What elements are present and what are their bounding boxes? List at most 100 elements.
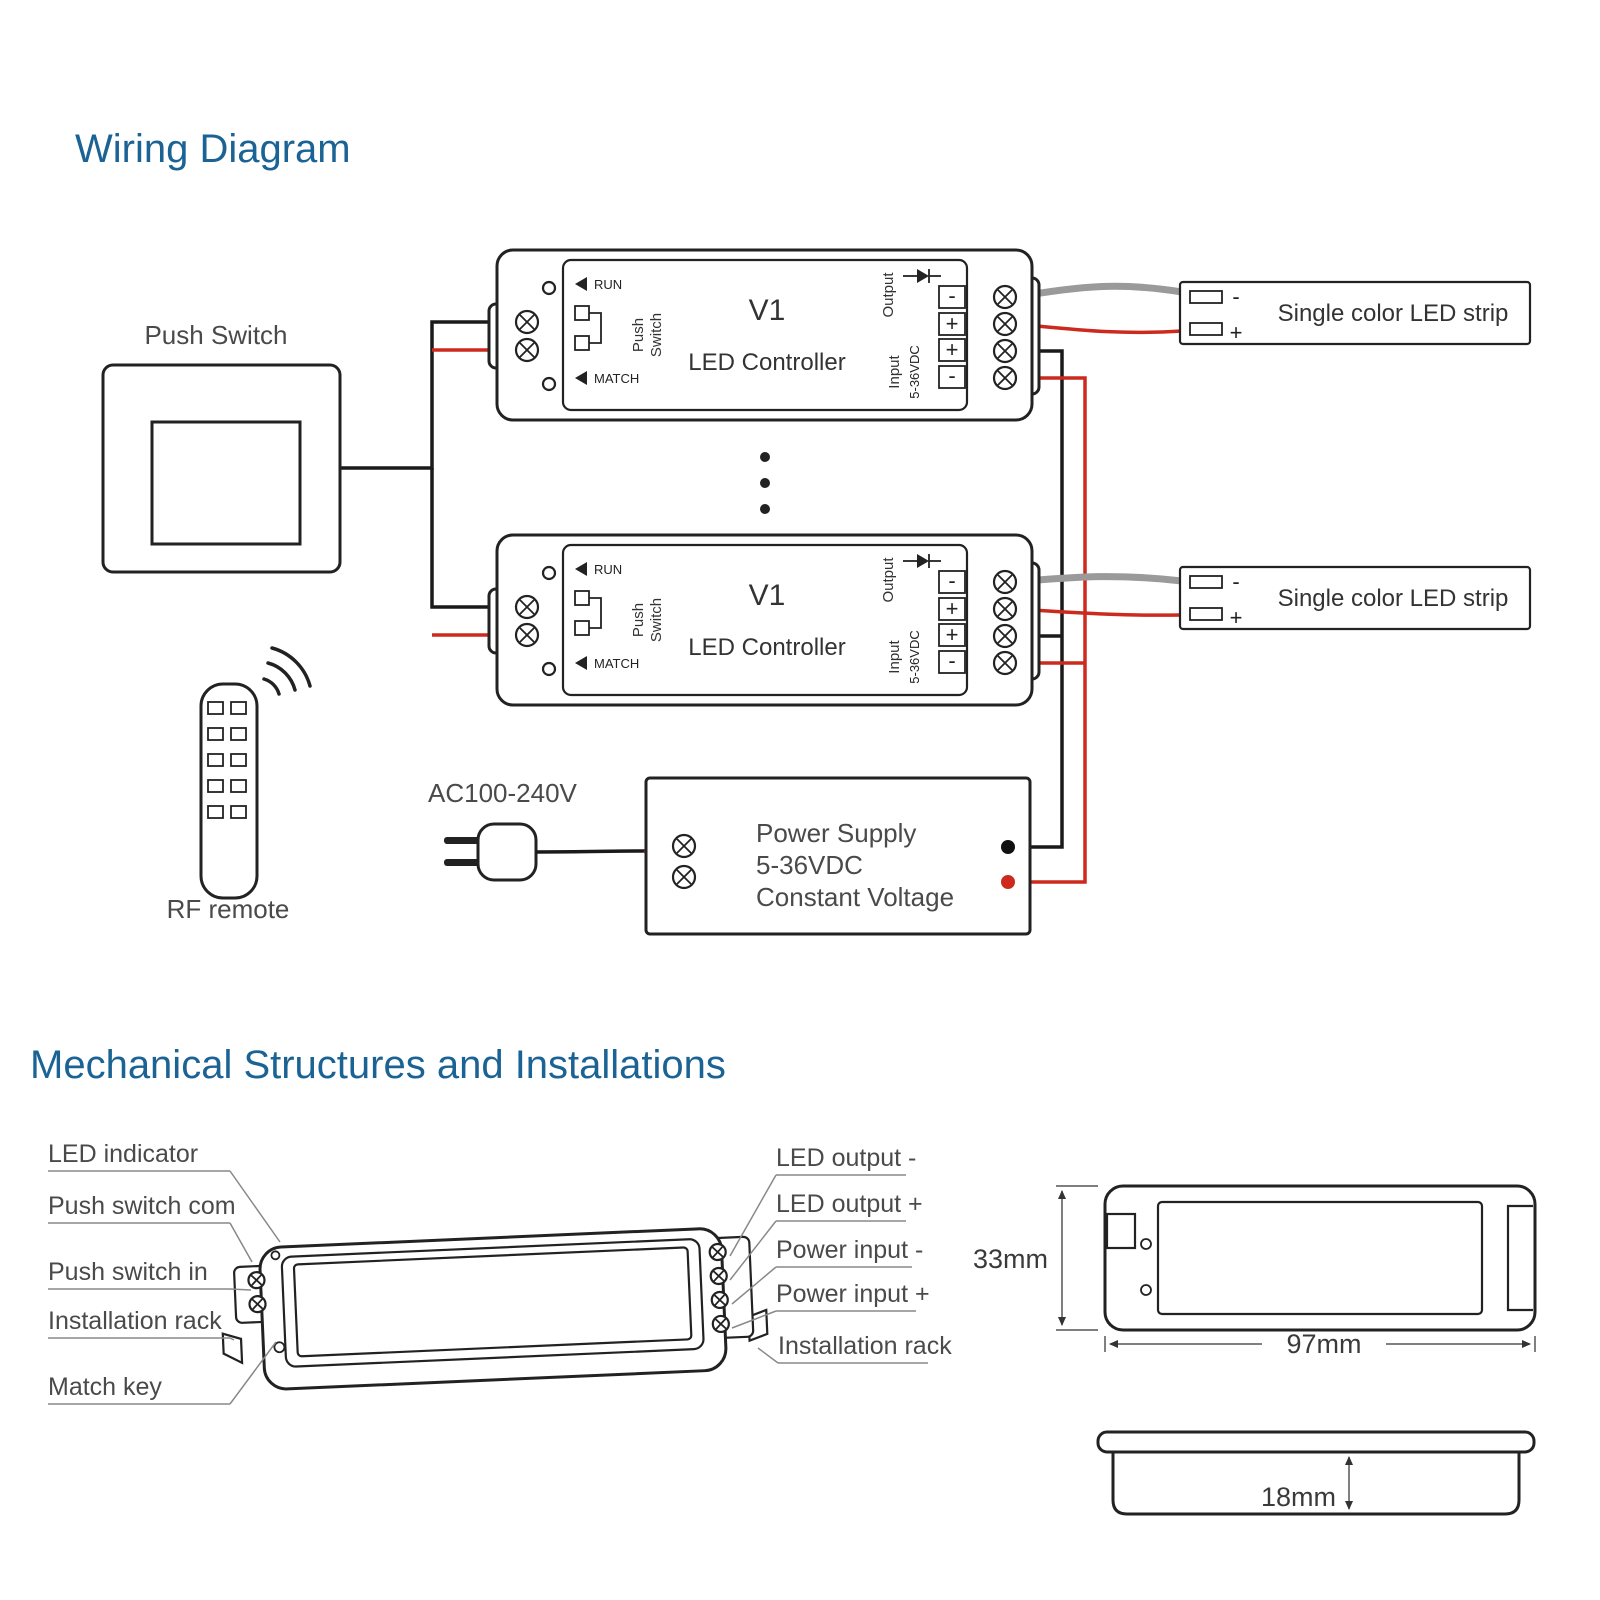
led-strip-label: Single color LED strip — [1278, 300, 1509, 327]
led-strip-wiring — [1015, 282, 1183, 617]
controller-name-label: LED Controller — [688, 349, 845, 376]
output-minus-box — [938, 570, 966, 594]
callout-installation-rack-left: Installation rack — [48, 1307, 222, 1335]
led-controller-2: RUN MATCH Push Switch V1 LED Controller … — [487, 533, 1041, 707]
callout-led-indicator: LED indicator — [48, 1140, 198, 1168]
push-switch-symbol-icon — [574, 305, 602, 351]
run-arrow-icon — [575, 277, 587, 291]
push-switch-in-terminal — [514, 337, 540, 363]
ac-terminal-1 — [671, 833, 697, 859]
led-output-minus-terminal — [708, 1242, 728, 1262]
match-arrow-icon — [575, 371, 587, 385]
ac-terminal-2 — [671, 864, 697, 890]
rf-remote-label: RF remote — [167, 894, 290, 924]
ac-input-label: AC100-240V — [428, 778, 578, 808]
output-plus-box — [938, 312, 966, 336]
input-voltage-label: 5-36VDC — [907, 345, 922, 398]
led-indicator — [541, 280, 557, 296]
power-input-minus-terminal — [992, 365, 1018, 391]
model-label: V1 — [749, 579, 786, 612]
remote-body — [199, 682, 259, 900]
led-strip-body — [1178, 565, 1532, 631]
output-label: Output — [880, 272, 897, 318]
output-label: Output — [880, 557, 897, 603]
dc-output-minus-dot — [1001, 875, 1015, 889]
strip-minus-sign: - — [1232, 284, 1239, 309]
dim-height-label: 33mm — [973, 1244, 1048, 1274]
controller-top-panel — [292, 1246, 693, 1358]
push-switch-in-terminal — [514, 622, 540, 648]
led-output-minus-terminal — [992, 569, 1018, 595]
strip-pad-minus — [1189, 575, 1223, 589]
dim-depth-label: 18mm — [1261, 1482, 1336, 1512]
rf-signal-icon — [262, 646, 312, 696]
top-view-hole-2 — [1140, 1284, 1152, 1296]
led-indicator — [541, 565, 557, 581]
match-label: MATCH — [594, 371, 639, 386]
continuation-dots — [760, 452, 770, 514]
push-switch-com-terminal — [247, 1270, 266, 1290]
side-view-body — [1111, 1450, 1521, 1516]
model-label: V1 — [749, 294, 786, 327]
callout-power-input-minus: Power input - — [776, 1236, 923, 1264]
output-minus-sign: - — [948, 568, 955, 593]
diode-icon — [903, 554, 941, 568]
input-plus-box — [938, 623, 966, 647]
power-supply: Power Supply 5-36VDC Constant Voltage — [644, 776, 1032, 936]
controller-panel — [561, 258, 969, 412]
match-key — [541, 661, 557, 677]
top-view-clip-right — [1506, 1204, 1533, 1312]
run-label: RUN — [594, 562, 622, 577]
top-view-clip-left — [1105, 1212, 1137, 1250]
output-minus-sign: - — [948, 283, 955, 308]
push-switch-symbol-icon — [574, 590, 602, 636]
input-voltage-label: 5-36VDC — [907, 630, 922, 683]
mechanical-top-view: 33mm 97mm — [973, 1184, 1537, 1359]
input-minus-box — [938, 365, 966, 389]
power-supply-label-3: Constant Voltage — [756, 882, 954, 912]
input-minus-sign: - — [948, 648, 955, 673]
wiring-section-title: Wiring Diagram — [75, 127, 351, 171]
strip-minus-sign: - — [1232, 569, 1239, 594]
led-strip-body — [1178, 280, 1532, 346]
dim-width-label: 97mm — [1286, 1329, 1361, 1359]
mechanical-right-callouts: LED output - LED output + Power input - … — [729, 1144, 952, 1364]
controller-panel — [561, 543, 969, 697]
led-strip-label: Single color LED strip — [1278, 585, 1509, 612]
match-key — [273, 1341, 286, 1354]
led-output-plus-terminal — [992, 311, 1018, 337]
callout-led-output-plus: LED output + — [776, 1190, 923, 1218]
led-controller-1: RUN MATCH Push Switch V1 LED Controller … — [487, 248, 1041, 422]
push-switch-com-terminal — [514, 594, 540, 620]
input-plus-sign: + — [946, 622, 959, 647]
callout-push-switch-com: Push switch com — [48, 1192, 236, 1220]
top-view-hole-1 — [1140, 1238, 1152, 1250]
power-supply-label-2: 5-36VDC — [756, 850, 863, 880]
output-plus-sign: + — [946, 596, 959, 621]
callout-led-output-minus: LED output - — [776, 1144, 916, 1172]
input-minus-sign: - — [948, 363, 955, 388]
diode-icon — [903, 269, 941, 283]
input-label: Input — [886, 639, 903, 673]
led-strip-1: - + Single color LED strip — [1178, 280, 1532, 346]
rf-remote: RF remote — [167, 646, 312, 924]
push-switch-wiring — [340, 320, 518, 637]
switch-vertical-label: Switch — [648, 313, 665, 357]
power-input-minus-terminal — [710, 1290, 730, 1310]
push-vertical-label: Push — [630, 603, 647, 637]
mechanical-left-callouts: LED indicator Push switch com Push switc… — [48, 1140, 281, 1405]
strip-pad-plus — [1189, 607, 1223, 621]
push-switch — [101, 363, 342, 574]
output-minus-box — [938, 285, 966, 309]
callout-match-key: Match key — [48, 1373, 162, 1401]
run-label: RUN — [594, 277, 622, 292]
led-strip-2: - + Single color LED strip — [1178, 565, 1532, 631]
push-switch-com-terminal — [514, 309, 540, 335]
controller-name-label: LED Controller — [688, 634, 845, 661]
power-plug — [444, 822, 673, 882]
power-input-plus-terminal — [711, 1314, 731, 1334]
push-switch-label: Push Switch — [144, 320, 287, 350]
match-key — [541, 376, 557, 392]
